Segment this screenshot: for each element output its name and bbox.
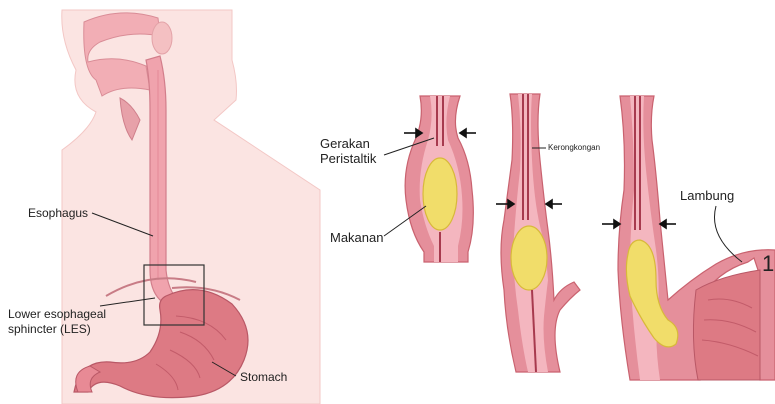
les-label-line1: Lower esophageal: [8, 307, 106, 321]
page-number: 1: [762, 252, 774, 276]
food-bolus-2: [511, 226, 547, 290]
stomach-label: Stomach: [240, 370, 287, 384]
ear-shape: [152, 22, 172, 54]
peristaltik-label: Peristaltik: [320, 151, 376, 166]
peristalsis-tube-1: [405, 96, 473, 262]
kerongkongan-label: Kerongkongan: [548, 143, 600, 153]
esophagus-label: Esophagus: [28, 206, 88, 220]
makanan-label: Makanan: [330, 230, 383, 245]
food-bolus-1: [423, 158, 457, 230]
gerakan-label: Gerakan: [320, 136, 370, 151]
lambung-label: Lambung: [680, 188, 734, 203]
les-label-line2: sphincter (LES): [8, 322, 91, 336]
lambung-leader-line: [714, 206, 742, 262]
peristalsis-tube-2: [501, 94, 580, 372]
peristalsis-tube-3: [618, 96, 775, 380]
